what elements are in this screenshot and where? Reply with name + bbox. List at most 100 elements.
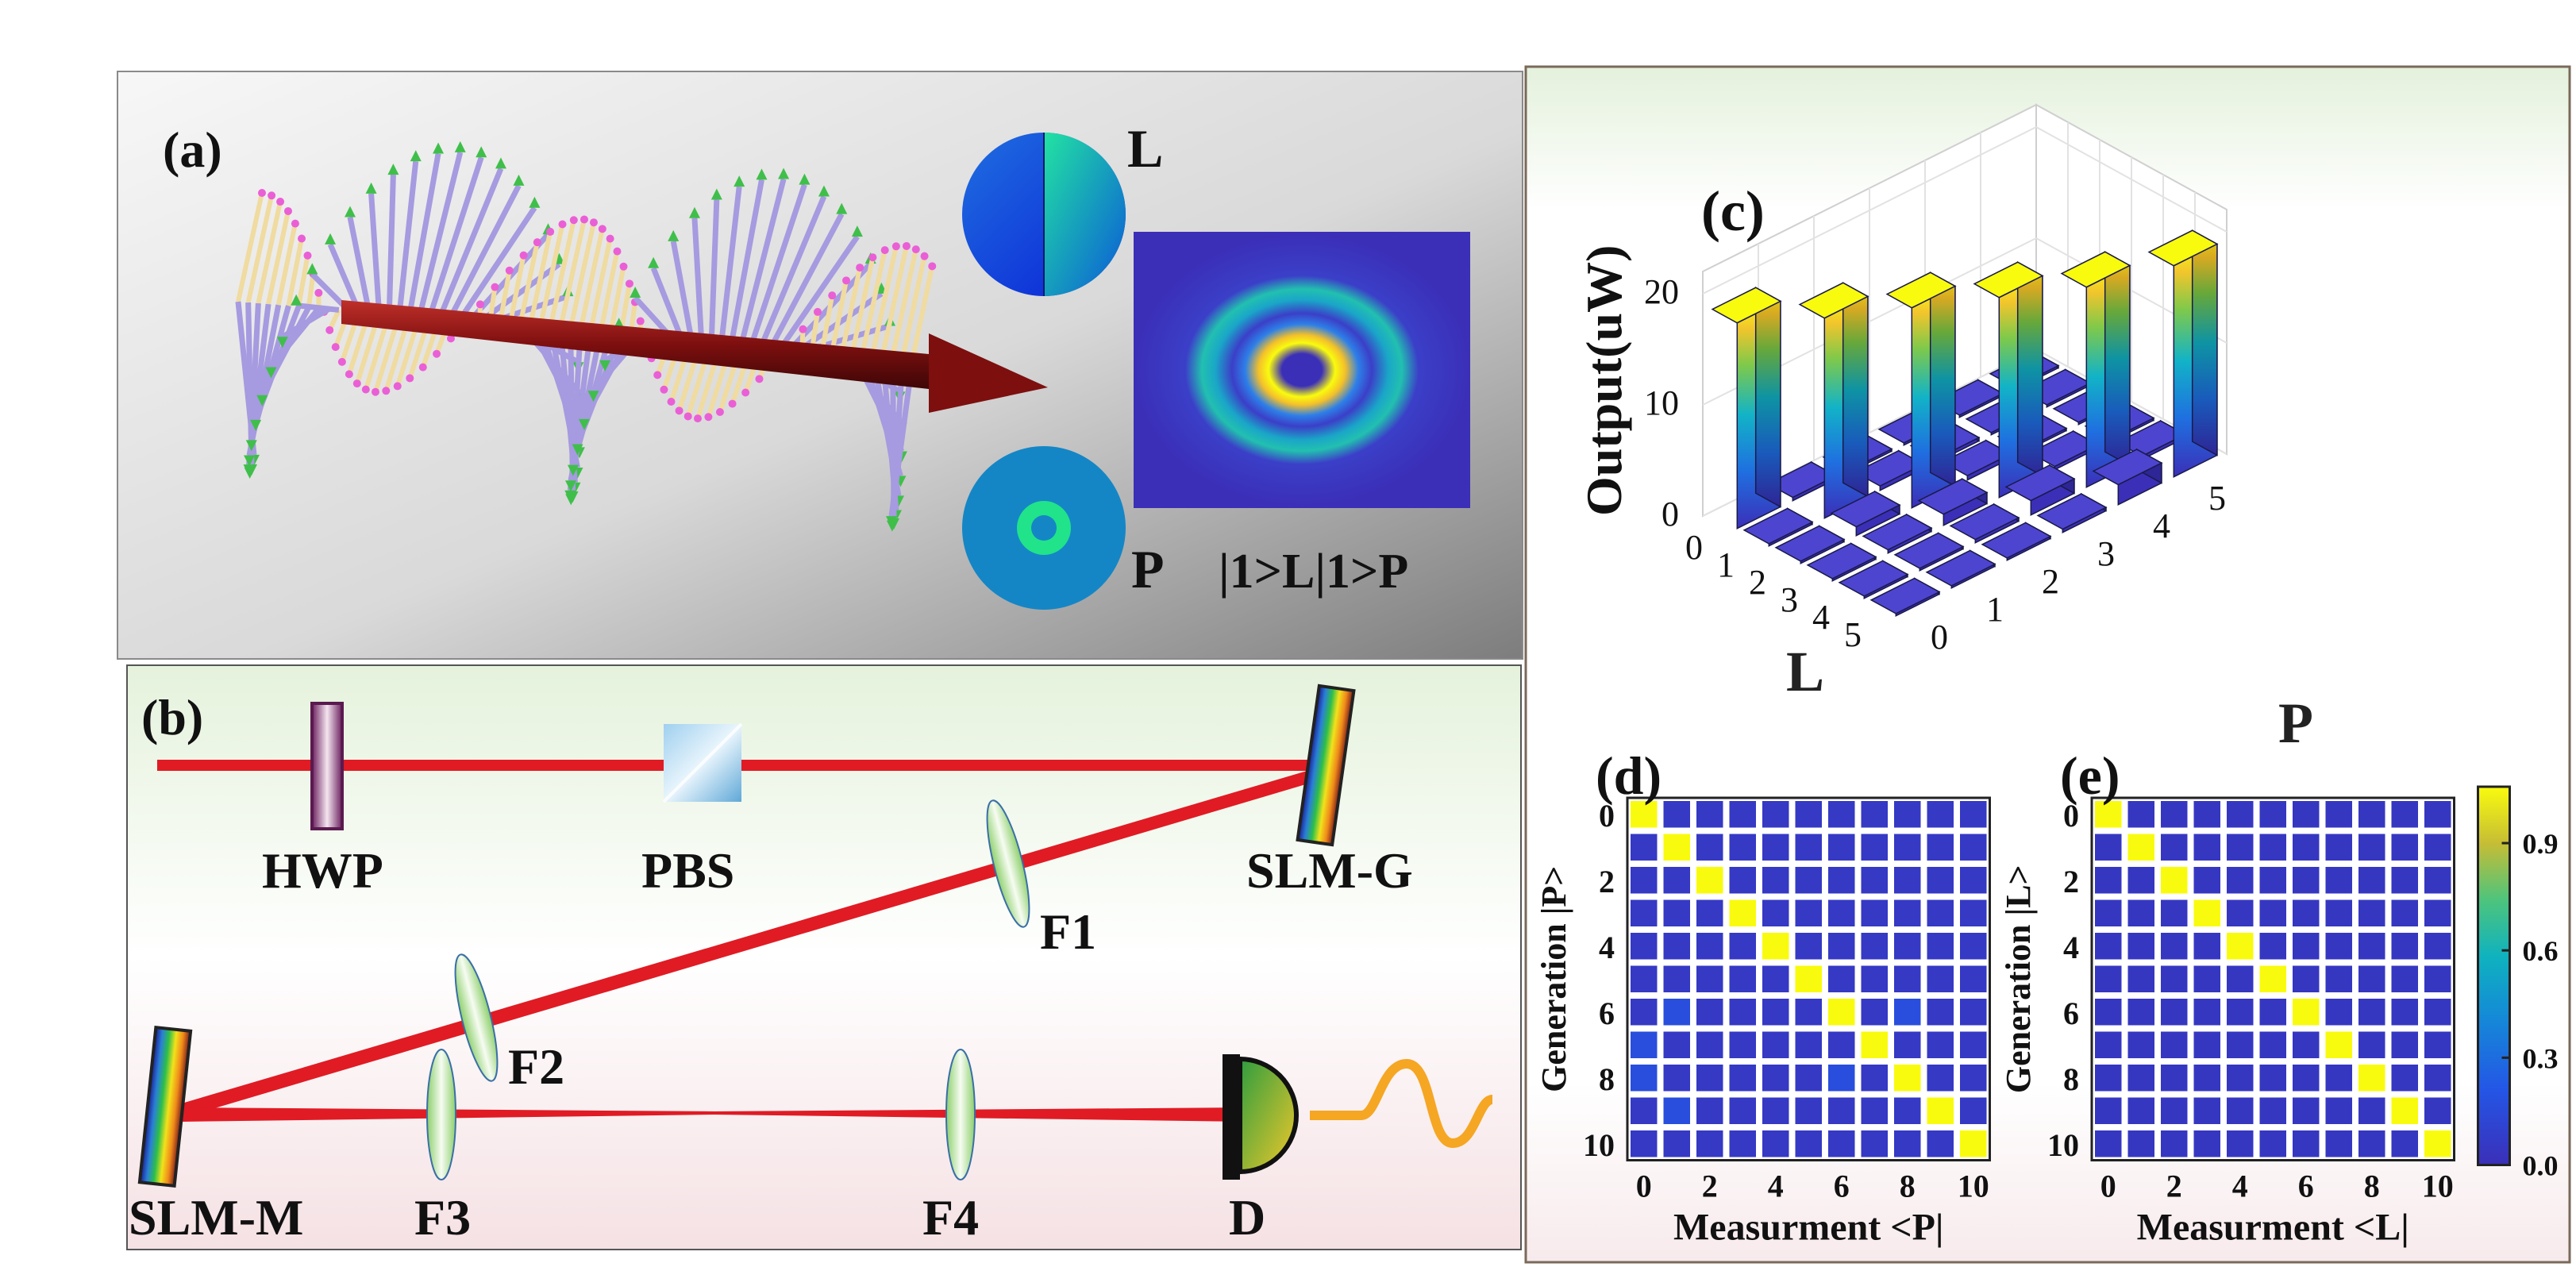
heatmap-cell bbox=[1795, 1130, 1822, 1157]
helix-vector-tip bbox=[454, 141, 466, 152]
helix-ribbon-tip bbox=[842, 276, 851, 285]
heatmap-cell bbox=[2424, 867, 2451, 894]
heatmap-cell bbox=[1960, 1097, 1987, 1124]
heatmap-cell bbox=[1696, 1031, 1723, 1058]
helix-vector-tip bbox=[734, 175, 745, 187]
helix-ribbon-arrow bbox=[588, 238, 613, 332]
heatmap-cell bbox=[2095, 1031, 2122, 1058]
y-tick-label: 4 bbox=[2063, 930, 2079, 965]
heatmap-cell bbox=[1927, 1130, 1954, 1157]
heatmap-cell-diagonal bbox=[2424, 1130, 2451, 1157]
heatmap-cell bbox=[2424, 965, 2451, 992]
slm-g-label: SLM-G bbox=[1246, 842, 1413, 899]
bar-diagonal-top bbox=[1885, 272, 1957, 309]
heatmap-cell bbox=[2227, 834, 2254, 861]
helix-vector-tip bbox=[291, 294, 302, 306]
heatmap-cell bbox=[2227, 1065, 2254, 1092]
heatmap-cell bbox=[2161, 1097, 2188, 1124]
heatmap-cell bbox=[1894, 999, 1921, 1026]
heatmap-cell bbox=[2424, 1031, 2451, 1058]
heatmap-cell bbox=[2259, 1097, 2286, 1124]
heatmap-cell bbox=[2293, 899, 2320, 926]
l-tick-label: 1 bbox=[1717, 545, 1735, 584]
helix-ribbon-tip bbox=[828, 291, 837, 300]
helix-vector-tip bbox=[433, 142, 445, 154]
bar-diagonal-side bbox=[2191, 229, 2218, 456]
heatmap-cell-diagonal bbox=[1696, 867, 1723, 894]
helix-vector-tip bbox=[599, 360, 611, 372]
helix-ribbon-tip bbox=[636, 317, 645, 325]
bar-offdiagonal-top bbox=[1806, 542, 1877, 580]
heatmap-cell bbox=[1729, 999, 1756, 1026]
helix-vector-tip bbox=[630, 287, 641, 298]
heatmap-cell bbox=[1729, 1065, 1756, 1092]
helix-vector-tip bbox=[567, 464, 579, 476]
p-tick-label: 2 bbox=[2042, 562, 2059, 601]
heatmap-cell bbox=[2424, 801, 2451, 828]
heatmap-cell bbox=[2325, 999, 2352, 1026]
helix-vector-tip bbox=[245, 440, 257, 452]
helix-ribbon-arrow bbox=[849, 256, 876, 353]
heatmap-cell bbox=[1729, 933, 1756, 960]
heatmap-cell bbox=[2227, 965, 2254, 992]
helix-vector-tip bbox=[886, 520, 898, 532]
heatmap-cell bbox=[2127, 965, 2154, 992]
helix-vector-tip bbox=[572, 444, 583, 456]
helix-vector-tip bbox=[344, 206, 356, 218]
heatmap-cell bbox=[2325, 1097, 2352, 1124]
heatmap-cell bbox=[2325, 867, 2352, 894]
half-wave-plate bbox=[310, 702, 344, 830]
heatmap-cell bbox=[2259, 1130, 2286, 1157]
x-tick-label: 0 bbox=[2100, 1169, 2116, 1204]
helix-ribbon-tip bbox=[675, 406, 683, 415]
heatmap-cell bbox=[2127, 867, 2154, 894]
panel-label: (d) bbox=[1596, 745, 1662, 806]
helix-ribbon-tip bbox=[880, 246, 889, 255]
helix-vector-tip bbox=[648, 256, 660, 268]
colorbar-tick-label: 0.0 bbox=[2523, 1150, 2559, 1182]
heatmap-cell-diagonal bbox=[1795, 965, 1822, 992]
helix-ribbon-tip bbox=[715, 407, 724, 416]
heatmap-cell bbox=[2227, 801, 2254, 828]
helix-ribbon-tip bbox=[902, 241, 911, 250]
heatmap-cell bbox=[2358, 933, 2385, 960]
heatmap-cell-diagonal bbox=[1894, 1065, 1921, 1092]
heatmap-cell bbox=[2127, 801, 2154, 828]
bar-offdiagonal-top bbox=[1830, 491, 1901, 528]
heatmap-cell bbox=[1696, 1097, 1723, 1124]
heatmap-cell bbox=[1729, 1031, 1756, 1058]
heatmap-cell bbox=[2127, 933, 2154, 960]
heatmap-cell bbox=[2391, 1031, 2418, 1058]
heatmap-cell bbox=[2095, 867, 2122, 894]
heatmap-cell bbox=[2391, 999, 2418, 1026]
bar-offdiagonal-top bbox=[2004, 464, 2076, 502]
helix-ribbon-arrow bbox=[568, 221, 596, 330]
bar-offdiagonal-top bbox=[2092, 449, 2163, 486]
heatmap-cell bbox=[1828, 899, 1855, 926]
f1-label: F1 bbox=[1040, 903, 1096, 960]
bar-diagonal-side bbox=[1754, 287, 1781, 508]
x-tick-label: 4 bbox=[1768, 1169, 1784, 1204]
heatmap-cell bbox=[1960, 1065, 1987, 1092]
hwp-label: HWP bbox=[262, 842, 383, 899]
heatmap-cell bbox=[1927, 899, 1954, 926]
z-tick-label: 0 bbox=[1662, 495, 1679, 533]
heatmap-cell bbox=[1762, 834, 1789, 861]
heatmap-cell bbox=[1894, 965, 1921, 992]
heatmap-cell bbox=[2325, 1130, 2352, 1157]
heatmap-cell bbox=[2293, 801, 2320, 828]
helix-ribbon-arrow bbox=[830, 279, 849, 352]
helix-vector-tip bbox=[778, 168, 790, 179]
heatmap-cell-diagonal bbox=[2227, 933, 2254, 960]
helix-vector-tip bbox=[587, 391, 599, 402]
heatmap-cell bbox=[1631, 1097, 1658, 1124]
x-axis-label: Measurment <L| bbox=[2137, 1207, 2409, 1249]
heatmap-cell bbox=[2358, 801, 2385, 828]
heatmap-cell bbox=[1729, 801, 1756, 828]
y-tick-label: 6 bbox=[2063, 996, 2079, 1031]
heatmap-cell-diagonal bbox=[1960, 1130, 1987, 1157]
heatmap-cell bbox=[1663, 999, 1690, 1026]
heatmap-cell bbox=[1828, 834, 1855, 861]
helix-ribbon-arrow bbox=[245, 194, 275, 303]
heatmap-cell bbox=[1795, 1031, 1822, 1058]
